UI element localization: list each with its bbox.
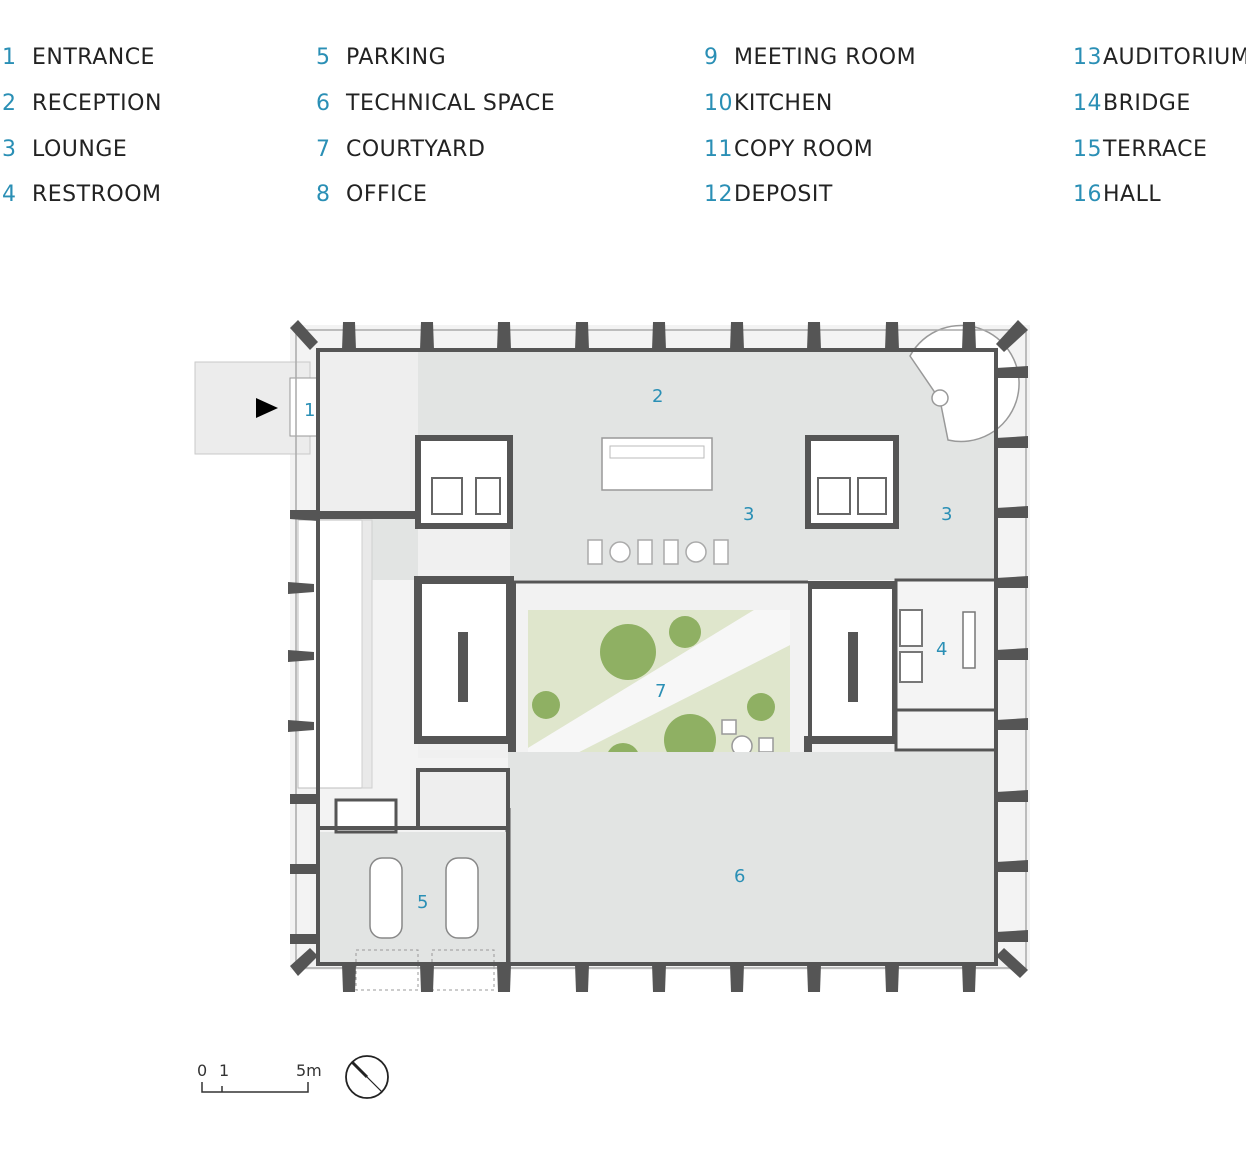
- columns-top: [342, 322, 976, 350]
- tree: [600, 624, 656, 680]
- room-number-courtyard: 7: [655, 681, 666, 702]
- lounge-chair: [663, 539, 679, 565]
- courtyard-chair: [721, 719, 737, 735]
- car: [445, 857, 479, 939]
- room-number-restroom: 4: [936, 639, 947, 660]
- lower-corridor: [416, 768, 510, 830]
- lounge-chair: [587, 539, 603, 565]
- restroom-lower: [894, 708, 998, 752]
- lounge-table: [685, 541, 707, 563]
- parking-gate: [431, 949, 495, 991]
- scale-label-zero: 0: [197, 1061, 207, 1080]
- columns-right: [996, 366, 1028, 942]
- room-number-lounge-left: 3: [743, 504, 754, 525]
- room-number-entrance: 1: [304, 400, 315, 421]
- reception-desk-top: [609, 445, 705, 459]
- columns-bottom: [342, 964, 976, 992]
- parking-gate: [355, 949, 419, 991]
- tree: [747, 693, 775, 721]
- columns-left: [288, 510, 318, 944]
- right-core-stair-well: [848, 632, 858, 702]
- scale-label-five: 5m: [296, 1061, 322, 1080]
- scale-bar: 0 1 5m: [197, 1061, 322, 1093]
- car: [369, 857, 403, 939]
- north-arrow-icon: [345, 1055, 389, 1099]
- right-shaft: [857, 477, 887, 515]
- left-shaft: [475, 477, 501, 515]
- room-number-parking: 5: [417, 892, 428, 913]
- room-number-technical: 6: [734, 866, 745, 887]
- tree: [669, 616, 701, 648]
- restroom-stall-2: [899, 651, 923, 683]
- side-strip: [361, 519, 373, 789]
- room-number-reception: 2: [652, 386, 663, 407]
- tree: [532, 691, 560, 719]
- restroom-sink: [962, 611, 976, 669]
- technical-space-lower: [508, 804, 808, 964]
- courtyard-path: [528, 610, 790, 778]
- entrance-arrow-icon: [256, 398, 278, 418]
- lounge-table: [609, 541, 631, 563]
- courtyard-chair: [758, 737, 774, 753]
- right-elevator: [817, 477, 851, 515]
- scale-label-one: 1: [219, 1061, 229, 1080]
- left-elevator: [431, 477, 463, 515]
- lounge-chair: [637, 539, 653, 565]
- spiral-stair-core: [931, 389, 949, 407]
- restroom-stall-1: [899, 609, 923, 647]
- left-core-stair-well: [458, 632, 468, 702]
- room-number-lounge-right: 3: [941, 504, 952, 525]
- lounge-chair: [713, 539, 729, 565]
- columns-corner: [290, 320, 1028, 978]
- entrance-hall-floor: [318, 350, 418, 515]
